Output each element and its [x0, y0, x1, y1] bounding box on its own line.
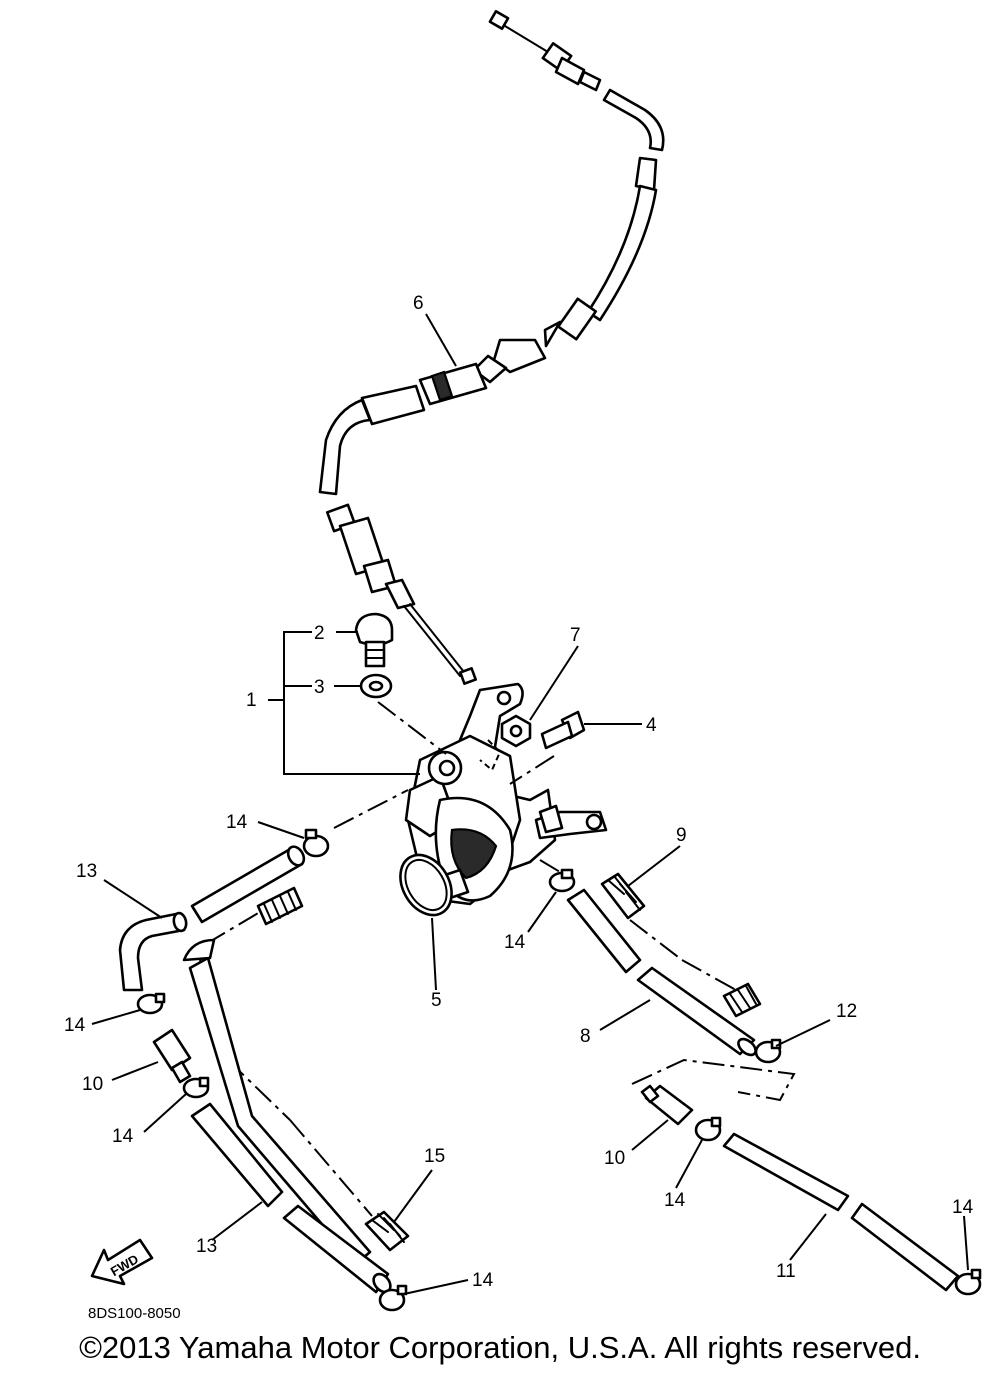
spring-upper-left: [256, 886, 304, 926]
cable-assembly: [318, 10, 665, 685]
clamp: [136, 992, 166, 1015]
callout-10-left: 10: [82, 1074, 103, 1095]
clamp: [182, 1076, 210, 1099]
callout-14-e: 14: [664, 1190, 686, 1211]
callout-4: 4: [646, 715, 657, 736]
spring-right-lower: [722, 982, 762, 1018]
callout-7: 7: [570, 625, 581, 646]
diagram-code: 8DS100-8050: [88, 1305, 181, 1322]
clamp: [954, 1268, 982, 1296]
callout-11: 11: [776, 1261, 796, 1282]
check-valve-right: [640, 1084, 694, 1126]
callout-8: 8: [580, 1026, 591, 1047]
spring-9: [600, 872, 646, 920]
callout-14-g: 14: [472, 1270, 494, 1291]
callout-12: 12: [836, 1001, 857, 1022]
callout-14-c: 14: [112, 1126, 134, 1147]
clamp-12: [754, 1038, 782, 1064]
callout-5: 5: [431, 990, 442, 1011]
hoses: [118, 845, 960, 1294]
callout-numbers: 1 2 3 4 5 6 7 8 9 10 10 11 12 13 13 14 1…: [64, 293, 974, 1291]
callout-14-d: 14: [504, 932, 526, 953]
fwd-arrow-icon: FWD: [90, 1238, 154, 1286]
check-valve-left: [152, 1028, 192, 1084]
leader-lines: [91, 313, 969, 1295]
washer: [359, 673, 393, 699]
clamp: [548, 868, 576, 893]
callout-2: 2: [314, 623, 325, 644]
callout-14-a: 14: [226, 812, 248, 833]
spring-15: [364, 1210, 410, 1252]
callout-13-bottom: 13: [196, 1236, 217, 1257]
copyright-notice: ©2013 Yamaha Motor Corporation, U.S.A. A…: [79, 1330, 921, 1365]
clamp: [302, 828, 330, 858]
callout-15: 15: [424, 1146, 445, 1167]
bolt-4: [540, 710, 586, 750]
callout-1: 1: [246, 690, 257, 711]
callout-6: 6: [413, 293, 424, 314]
clamps: [136, 828, 982, 1312]
callout-14-f: 14: [952, 1197, 974, 1218]
callout-14-b: 14: [64, 1015, 86, 1036]
o-ring: [399, 853, 453, 917]
callout-9: 9: [676, 825, 687, 846]
clamp: [378, 1284, 408, 1312]
clamp: [694, 1116, 722, 1142]
nut: [500, 714, 532, 748]
callout-3: 3: [314, 677, 325, 698]
bolt: [354, 612, 394, 668]
callout-10-right: 10: [604, 1148, 625, 1169]
callout-13-top: 13: [76, 861, 97, 882]
